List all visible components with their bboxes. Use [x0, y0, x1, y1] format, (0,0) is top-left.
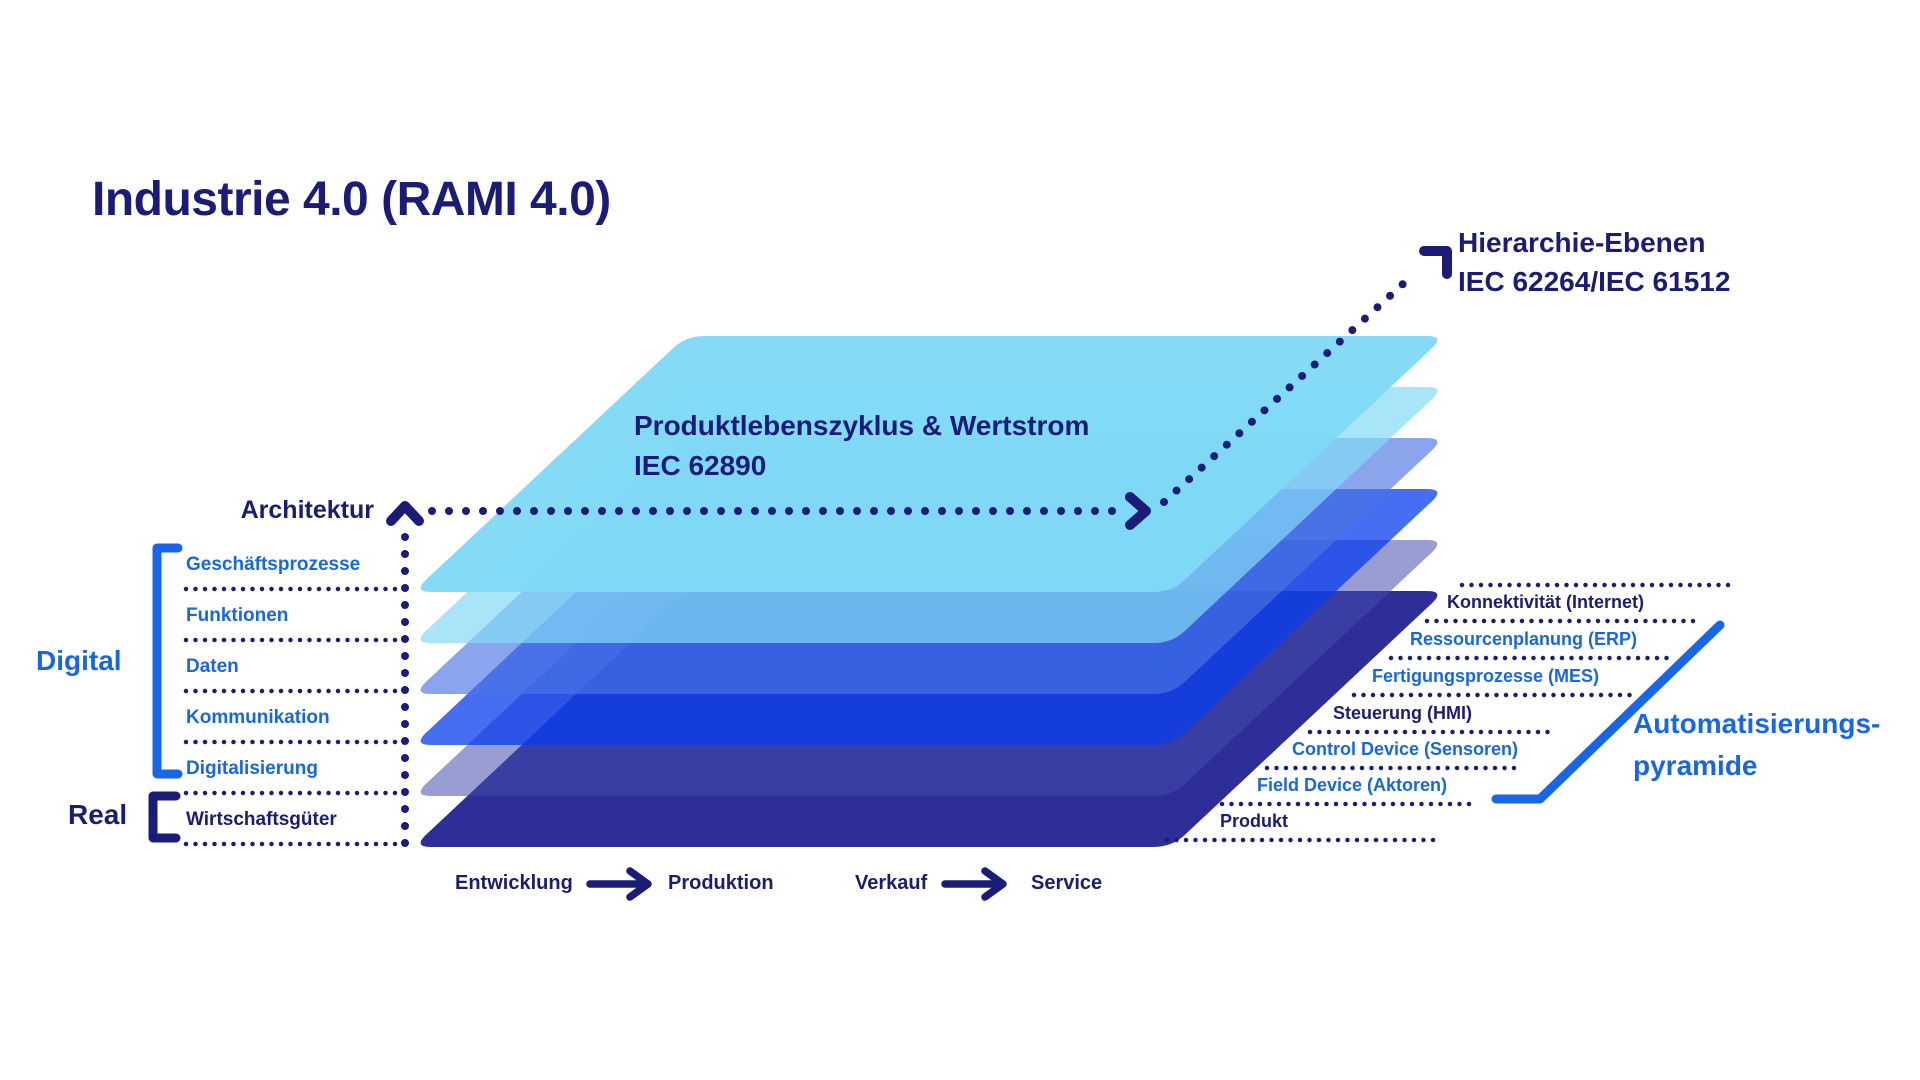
hierarchy-level-field-device: Field Device (Aktoren)	[1257, 775, 1448, 795]
stage-label-service: Service	[1031, 872, 1103, 894]
hierarchy-level-steuerung: Steuerung (HMI)	[1333, 703, 1472, 723]
architecture-axis-label: Architektur	[240, 496, 374, 524]
hierarchy-callout-line2: IEC 62264/IEC 61512	[1458, 266, 1731, 297]
page-title: Industrie 4.0 (RAMI 4.0)	[92, 173, 611, 226]
automation-pyramid-label-line1: Automatisierungs-	[1633, 708, 1881, 739]
layer-label-daten: Daten	[186, 656, 239, 677]
layer-label-kommunikation: Kommunikation	[186, 707, 330, 728]
hierarchy-level-konnektivitaet: Konnektivität (Internet)	[1447, 592, 1645, 612]
layer-label-wirtschaftsgueter: Wirtschaftsgüter	[186, 809, 337, 830]
hierarchy-axis-arrowhead-icon	[1419, 246, 1452, 279]
flow-arrow-2-head-icon	[981, 867, 1007, 901]
lifecycle-axis-arrowhead-icon	[1125, 492, 1151, 530]
digital-bracket	[152, 543, 183, 779]
flow-arrow-1-head-icon	[626, 867, 652, 901]
hierarchy-callout-line1: Hierarchie-Ebenen	[1458, 227, 1706, 258]
layer-shape-Geschäftsprozesse	[420, 336, 1438, 592]
automation-pyramid-bracket	[1491, 620, 1725, 804]
architecture-axis-arrowhead-icon	[386, 501, 424, 526]
stage-label-verkauf: Verkauf	[855, 872, 928, 894]
digital-group-label: Digital	[36, 645, 122, 676]
stage-label-entwicklung: Entwicklung	[455, 872, 573, 894]
automation-pyramid-label-line2: pyramide	[1633, 750, 1758, 781]
hierarchy-level-ressourcenplanung: Ressourcenplanung (ERP)	[1410, 629, 1638, 649]
stage-label-produktion: Produktion	[668, 872, 774, 894]
layer-label-digitalisierung: Digitalisierung	[186, 758, 318, 779]
real-group-label: Real	[68, 799, 128, 830]
hierarchy-level-fertigungsprozesse: Fertigungsprozesse (MES)	[1372, 666, 1600, 686]
hierarchy-level-control-device: Control Device (Sensoren)	[1292, 739, 1519, 759]
hierarchy-level-produkt: Produkt	[1220, 811, 1289, 831]
real-bracket	[148, 791, 181, 843]
layer-label-geschaeftsprozesse: Geschäftsprozesse	[186, 554, 361, 575]
lifecycle-callout-line1: Produktlebenszyklus & Wertstrom	[634, 410, 1090, 441]
hierarchy-axis-line	[1160, 279, 1408, 506]
lifecycle-callout-line2: IEC 62890	[634, 450, 767, 481]
layer-label-funktionen: Funktionen	[186, 605, 289, 626]
layer-stack	[420, 336, 1438, 847]
